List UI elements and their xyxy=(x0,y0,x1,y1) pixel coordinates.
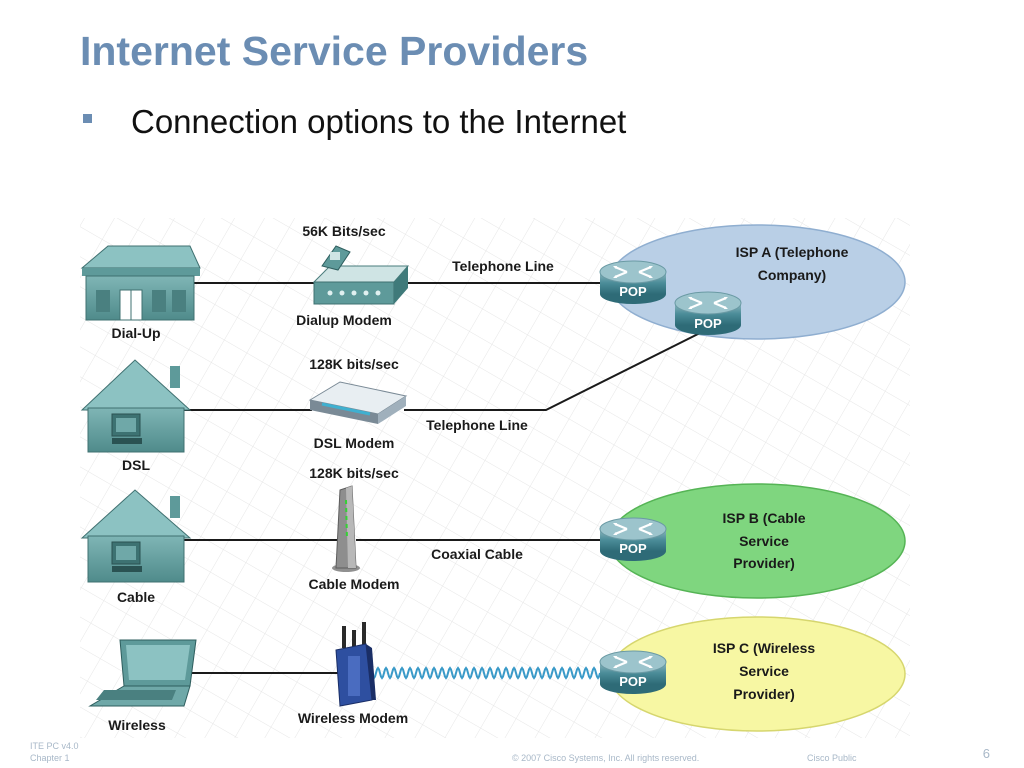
medium-label-dialup: Telephone Line xyxy=(452,258,554,274)
device-label-dsl: DSL Modem xyxy=(314,435,395,451)
footer-classification: Cisco Public xyxy=(807,753,857,763)
isp-b-label-line3: Provider) xyxy=(733,555,794,571)
device-label-cable: Cable Modem xyxy=(308,576,399,592)
bullet-text: Connection options to the Internet xyxy=(131,103,627,140)
dsl-house-icon xyxy=(80,359,192,453)
client-label-dialup: Dial-Up xyxy=(112,325,161,341)
footer-course: ITE PC v4.0 xyxy=(30,741,79,751)
client-label-cable: Cable xyxy=(117,589,155,605)
slide-title: Internet Service Providers xyxy=(80,28,589,74)
isp-b-label-line1: ISP B (Cable xyxy=(723,510,806,526)
isp-c-label-line3: Provider) xyxy=(733,686,794,702)
cable-house-icon xyxy=(80,489,192,583)
pop-label-c: POP xyxy=(619,674,647,689)
cable-modem-icon xyxy=(332,485,360,572)
isp-c-label-line1: ISP C (Wireless xyxy=(713,640,816,656)
dialup-modem-icon xyxy=(312,245,410,305)
pop-label-a1: POP xyxy=(619,284,647,299)
medium-label-cable: Coaxial Cable xyxy=(431,546,523,562)
isp-a-label-line2: Company) xyxy=(758,267,826,283)
dsl-modem-icon xyxy=(308,381,408,424)
wireless-signal-wave xyxy=(371,666,601,680)
pop-label-b: POP xyxy=(619,541,647,556)
wireless-modem-icon xyxy=(335,622,376,707)
rate-label-dialup: 56K Bits/sec xyxy=(302,223,385,239)
bullet-marker xyxy=(83,114,92,123)
page-number: 6 xyxy=(982,746,990,761)
laptop-icon xyxy=(88,639,197,707)
isp-b-label-line2: Service xyxy=(739,533,789,549)
isp-a-label-line1: ISP A (Telephone xyxy=(736,244,849,260)
dialup-house-icon xyxy=(80,245,201,321)
rate-label-dsl: 128K bits/sec xyxy=(309,356,399,372)
footer-copyright: © 2007 Cisco Systems, Inc. All rights re… xyxy=(512,753,700,763)
device-label-dialup: Dialup Modem xyxy=(296,312,392,328)
client-label-wireless: Wireless xyxy=(108,717,166,733)
rate-label-cable: 128K bits/sec xyxy=(309,465,399,481)
footer-chapter: Chapter 1 xyxy=(30,753,70,763)
pop-label-a2: POP xyxy=(694,316,722,331)
dsl-telephone-line xyxy=(404,332,701,411)
isp-c-label-line2: Service xyxy=(739,663,789,679)
client-label-dsl: DSL xyxy=(122,457,150,473)
medium-label-dsl: Telephone Line xyxy=(426,417,528,433)
device-label-wireless: Wireless Modem xyxy=(298,710,408,726)
